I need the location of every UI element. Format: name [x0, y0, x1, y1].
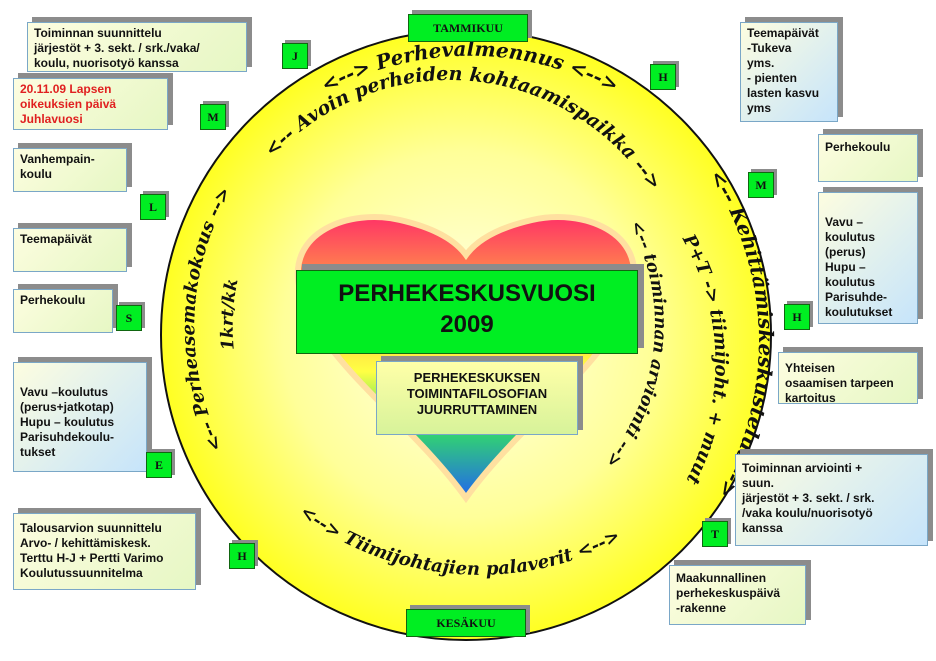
center-title-box: PERHEKESKUSVUOSI 2009	[296, 270, 638, 354]
note-line: kartoitus	[785, 391, 836, 404]
month-tag: H	[229, 543, 255, 569]
note-line: yms.	[747, 56, 775, 70]
month-label-bottom: KESÄKUU	[406, 609, 526, 637]
note-box-lapsen-oikeuksien-paiva: 20.11.09 Lapsen oikeuksien päivä Juhlavu…	[13, 78, 168, 130]
note-line: suun.	[742, 476, 774, 490]
note-box-vanhempainkoulu: Vanhempain- koulu	[13, 148, 127, 192]
note-line: koulu, nuorisotyö kanssa	[34, 56, 179, 70]
note-line: koulutus	[825, 275, 875, 289]
note-line: Hupu –	[825, 260, 866, 274]
note-line: koulu	[20, 167, 52, 181]
note-line: Perhekoulu	[825, 140, 891, 154]
note-line: - pienten	[747, 71, 797, 85]
note-line: osaamisen tarpeen	[785, 376, 894, 390]
note-box-vavu-right: Vavu – koulutus (perus) Hupu – koulutus …	[818, 192, 918, 324]
note-line: Terttu H-J + Pertti Varimo	[20, 551, 164, 565]
month-tag: M	[200, 104, 226, 130]
month-tag: M	[748, 172, 774, 198]
note-line: kanssa	[742, 521, 783, 535]
center-subtitle-line: JUURRUTTAMINEN	[416, 402, 538, 417]
note-line: -Tukeva	[747, 41, 792, 55]
center-year: 2009	[440, 311, 494, 338]
note-line: Vavu –koulutus	[20, 385, 109, 399]
note-line: Talousarvion suunnittelu	[20, 521, 162, 535]
note-line: perhekeskuspäivä	[676, 586, 781, 600]
center-subtitle-line: PERHEKESKUKSEN	[413, 370, 541, 385]
note-box-toiminnan-arviointi: Toiminnan arviointi + suun. järjestöt + …	[735, 454, 928, 546]
note-line: koulutukset	[825, 305, 893, 319]
note-line: Koulutussuunnitelma	[20, 566, 143, 580]
center-subtitle-line: TOIMINTAFILOSOFIAN	[406, 386, 548, 401]
note-line: /vaka koulu/nuorisotyö	[742, 506, 873, 520]
note-line: Toiminnan suunnittelu	[34, 26, 162, 40]
note-box-perhekoulu-left: Perhekoulu	[13, 289, 113, 333]
note-line: Teemapäivät	[20, 232, 92, 246]
note-line: Hupu – koulutus	[20, 415, 114, 429]
center-subtitle-box: PERHEKESKUKSEN TOIMINTAFILOSOFIAN JUURRU…	[376, 361, 578, 435]
note-line: Yhteisen	[785, 361, 836, 375]
note-line: lasten kasvu	[747, 86, 820, 100]
month-tag: H	[650, 64, 676, 90]
note-line: (perus)	[825, 245, 866, 259]
note-line: Toiminnan arviointi +	[742, 461, 863, 475]
note-line: Vanhempain-	[20, 152, 95, 166]
note-box-talousarvio: Talousarvion suunnittelu Arvo- / kehittä…	[13, 513, 196, 590]
note-box-vavu-left: Vavu –koulutus (perus+jatkotap) Hupu – k…	[13, 362, 147, 472]
note-line: järjestöt + 3. sekt. / srk./vaka/	[34, 41, 200, 55]
note-line: koulutus	[825, 230, 875, 244]
note-line: Arvo- / kehittämiskesk.	[20, 536, 151, 550]
note-line: tukset	[20, 445, 56, 459]
note-line: -rakenne	[676, 601, 727, 615]
note-box-perhekoulu-right: Perhekoulu	[818, 134, 918, 182]
note-line: Parisuhde-	[825, 290, 888, 304]
month-tag: T	[702, 521, 728, 547]
note-line: Maakunnallinen	[676, 571, 767, 585]
note-box-maakunnallinen: Maakunnallinen perhekeskuspäivä -rakenne	[669, 565, 806, 625]
month-tag: H	[784, 304, 810, 330]
note-line: Juhlavuosi	[20, 112, 83, 126]
note-line: Vavu –	[825, 215, 864, 229]
note-line: järjestöt + 3. sekt. / srk.	[742, 491, 875, 505]
note-line: Parisuhdekoulu-	[20, 430, 115, 444]
note-line: Perhekoulu	[20, 293, 86, 307]
center-title: PERHEKESKUSVUOSI	[338, 280, 596, 307]
note-box-toiminnan-suunnittelu: Toiminnan suunnittelu järjestöt + 3. sek…	[27, 22, 247, 72]
note-line: oikeuksien päivä	[20, 97, 117, 111]
month-tag: L	[140, 194, 166, 220]
month-tag: J	[282, 43, 308, 69]
month-tag: E	[146, 452, 172, 478]
month-tag: S	[116, 305, 142, 331]
note-box-yhteisen-osaamisen: Yhteisen osaamisen tarpeen kartoitus	[778, 352, 918, 404]
month-label-top: TAMMIKUU	[408, 14, 528, 42]
note-line: (perus+jatkotap)	[20, 400, 114, 414]
note-line: yms	[747, 101, 772, 115]
note-line: Teemapäivät	[747, 26, 819, 40]
note-box-teemapaivat-right: Teemapäivät -Tukeva yms. - pienten laste…	[740, 22, 838, 122]
note-box-teemapaivat-left: Teemapäivät	[13, 228, 127, 272]
note-line: 20.11.09 Lapsen	[20, 82, 112, 96]
